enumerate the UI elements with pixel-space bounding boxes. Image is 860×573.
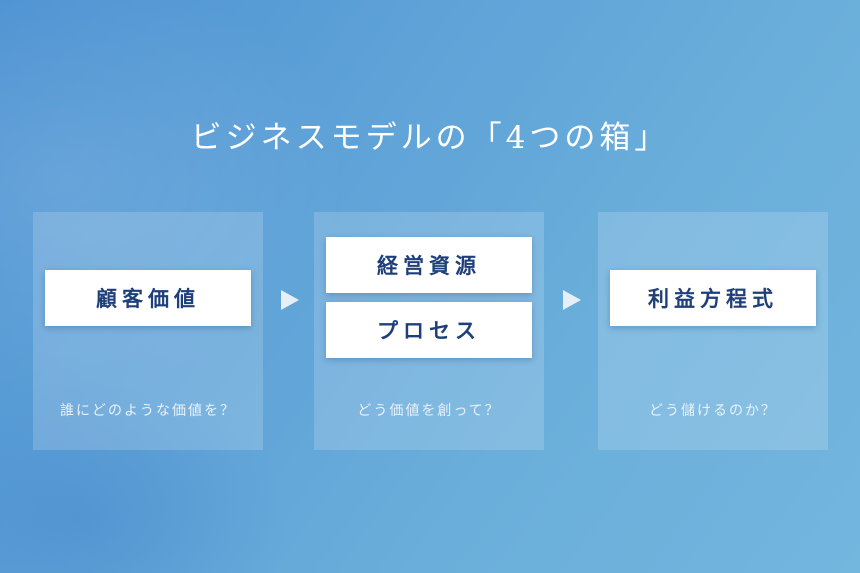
panel-question: 誰にどのような価値を？ xyxy=(60,403,236,419)
panel-question: どう価値を創って？ xyxy=(357,403,501,419)
panel-profit-formula: 利益方程式 どう儲けるのか？ xyxy=(598,212,828,450)
box-customer-value: 顧客価値 xyxy=(45,270,251,326)
panel-question: どう儲けるのか？ xyxy=(649,403,777,419)
arrow-right-icon xyxy=(563,290,581,310)
box-process: プロセス xyxy=(326,302,532,358)
panel-resources-process: 経営資源 プロセス どう価値を創って？ xyxy=(314,212,544,450)
box-resources: 経営資源 xyxy=(326,237,532,293)
box-profit-formula: 利益方程式 xyxy=(610,270,816,326)
diagram-title: ビジネスモデルの「4つの箱」 xyxy=(190,120,670,156)
panel-customer-value: 顧客価値 誰にどのような価値を？ xyxy=(33,212,263,450)
arrow-right-icon xyxy=(281,290,299,310)
